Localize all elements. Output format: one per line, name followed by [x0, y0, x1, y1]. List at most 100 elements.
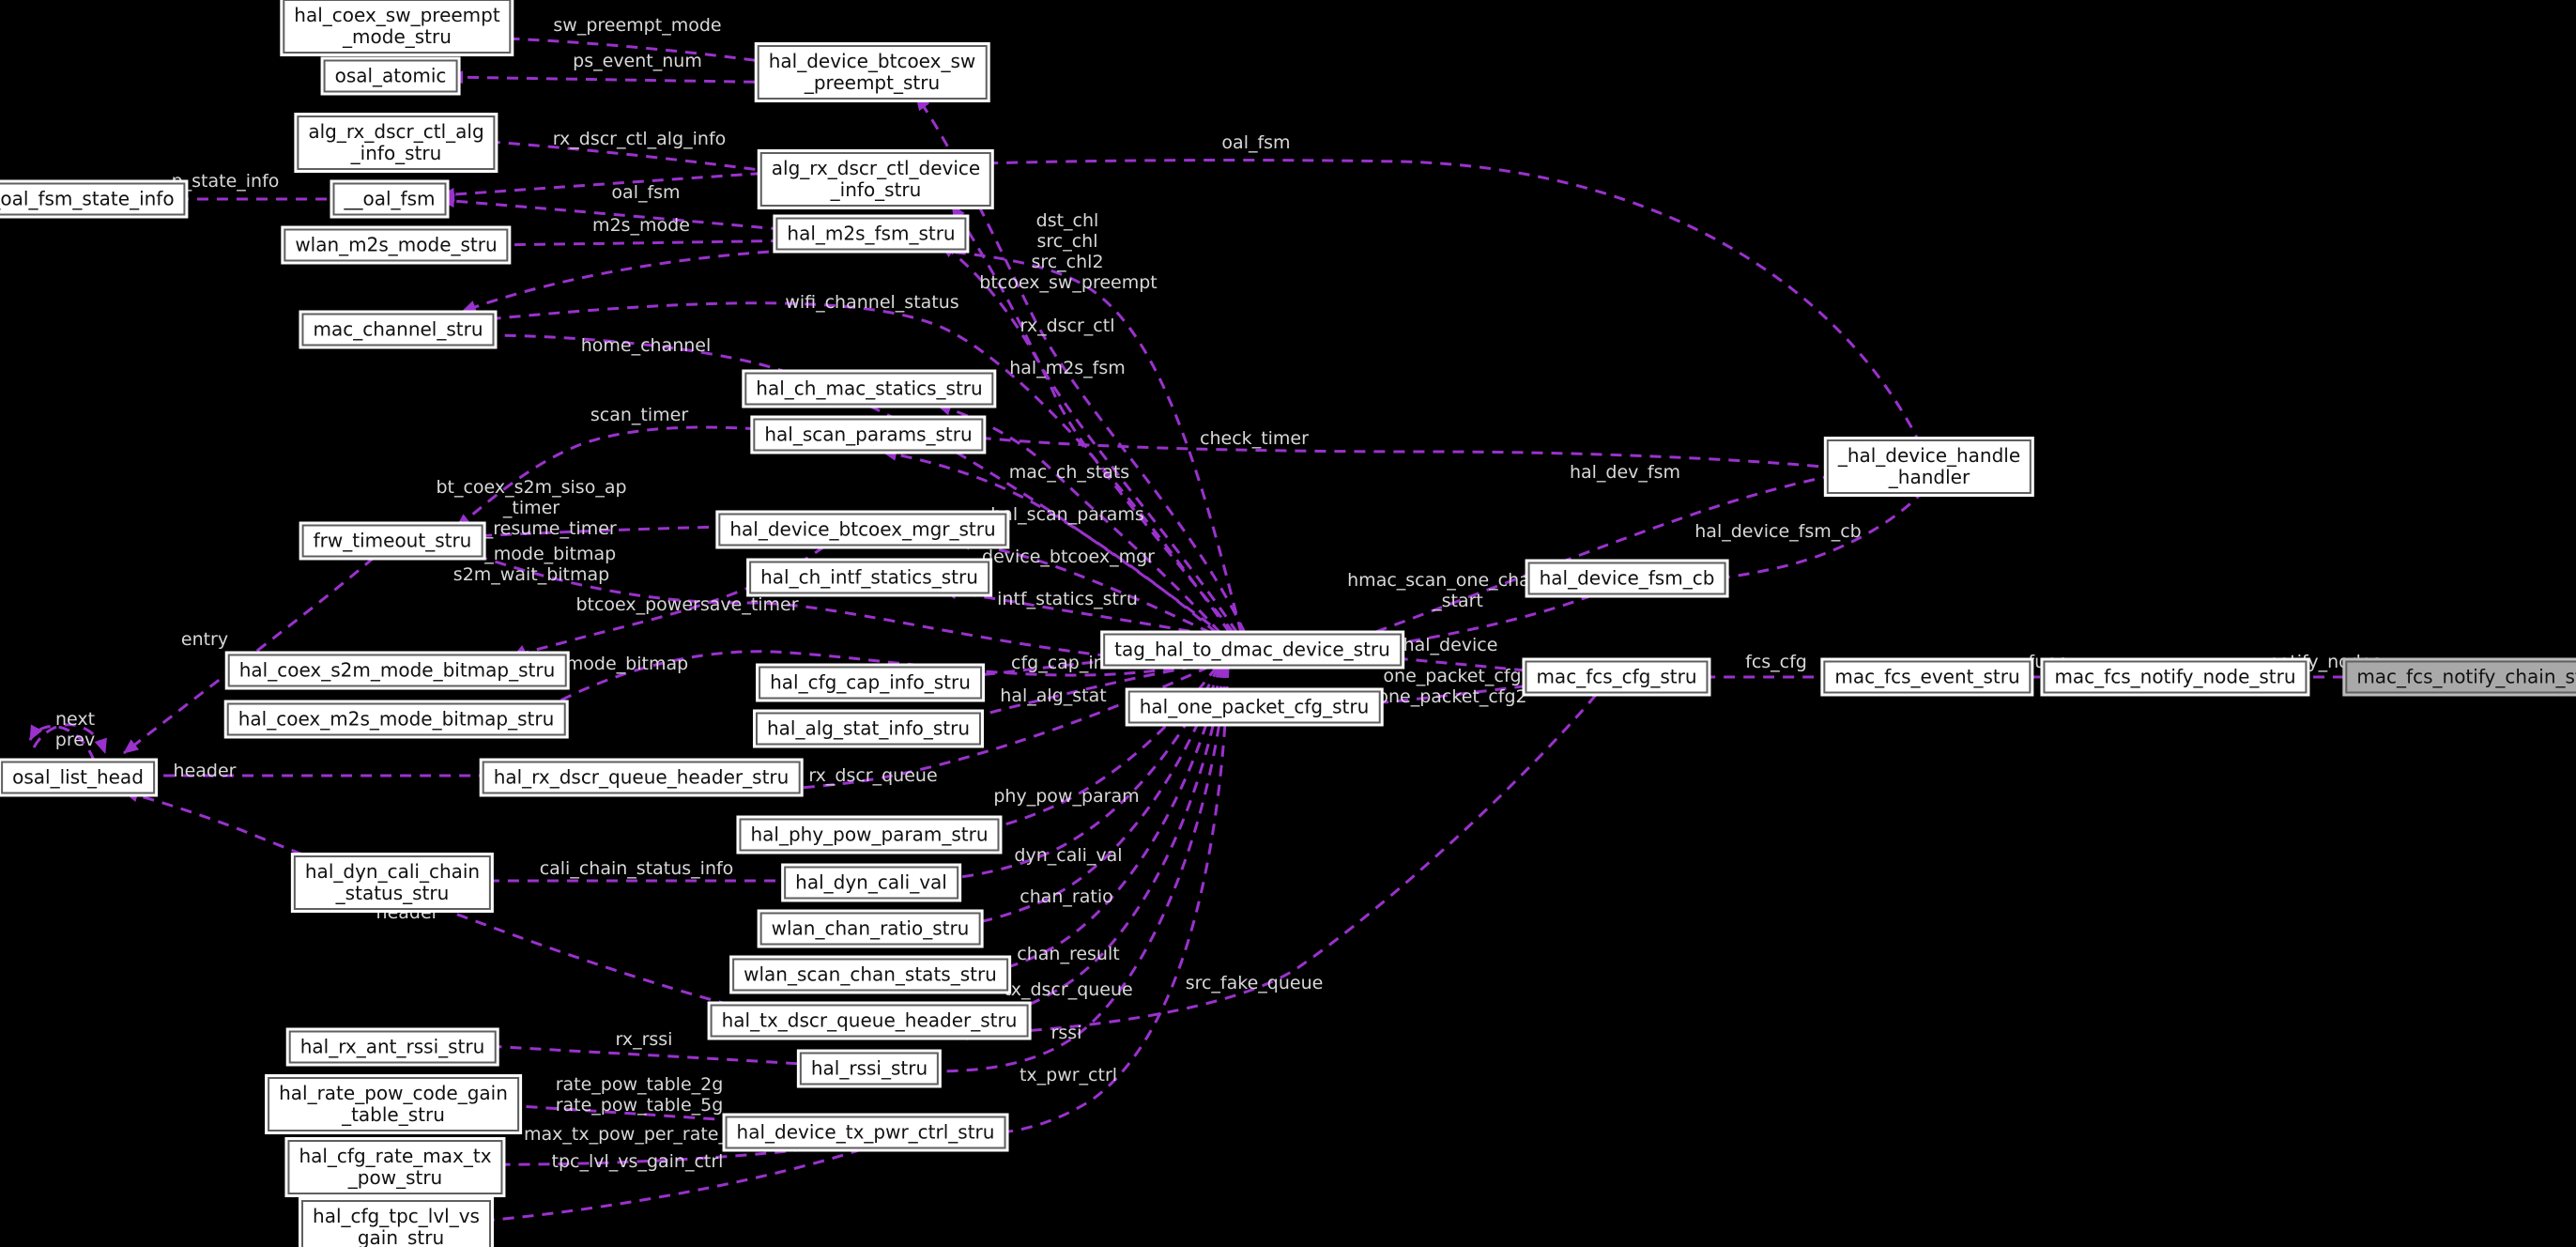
node-__oal_fsm_state_info[interactable]: __oal_fsm_state_info — [0, 182, 186, 216]
node-hal_rx_dscr_queue_header_stru[interactable]: hal_rx_dscr_queue_header_stru — [482, 761, 801, 794]
edge-label-oal_fsm_top: oal_fsm — [1221, 132, 1291, 153]
edge-m2s_mode — [479, 238, 803, 252]
node-hal_alg_stat_info_stru[interactable]: hal_alg_stat_info_stru — [755, 712, 982, 746]
edge-label-check_timer: check_timer — [1200, 428, 1309, 449]
edge-label-sw_preempt_mode: sw_preempt_mode — [553, 15, 722, 36]
node-__oal_fsm[interactable]: __oal_fsm — [332, 182, 447, 216]
edge-rssi — [925, 666, 1228, 1078]
node-wlan_scan_chan_stats_stru[interactable]: wlan_scan_chan_stats_stru — [732, 958, 1008, 992]
edge-label-hal_alg_stat: hal_alg_stat — [1000, 685, 1107, 706]
edge-dst_src_chl — [461, 246, 1243, 634]
edge-label-entry: entry — [180, 629, 229, 650]
node-alg_rx_dscr_ctl_alg_info_stru[interactable]: alg_rx_dscr_ctl_alg _info_stru — [297, 115, 496, 170]
edge-label-s2m_bitmaps: s2m_mode_bitmap s2m_wait_bitmap — [446, 544, 617, 585]
node-hal_rssi_stru[interactable]: hal_rssi_stru — [799, 1052, 940, 1085]
node-hal_cfg_rate_max_tx_pow_stru[interactable]: hal_cfg_rate_max_tx _pow_stru — [287, 1140, 503, 1194]
node-hal_rate_pow_code_gain_table_stru[interactable]: hal_rate_pow_code_gain _table_stru — [268, 1077, 519, 1132]
node-mac_fcs_event_stru[interactable]: mac_fcs_event_stru — [1823, 660, 2032, 694]
edge-label-btcoex_sw_preempt: btcoex_sw_preempt — [979, 272, 1158, 293]
edge-label-mac_ch_stats: mac_ch_stats — [1008, 462, 1130, 483]
node-hal_device_btcoex_mgr_stru[interactable]: hal_device_btcoex_mgr_stru — [718, 513, 1007, 547]
node-hal_rx_ant_rssi_stru[interactable]: hal_rx_ant_rssi_stru — [288, 1030, 497, 1064]
edge-hal_m2s_fsm — [940, 242, 1235, 634]
edge-label-hmac_scan_one_channel_start: hmac_scan_one_channel _start — [1347, 570, 1569, 611]
edge-tpc_lvl_vs_gain_ctrl — [470, 1147, 863, 1227]
node-hal_scan_params_stru[interactable]: hal_scan_params_stru — [753, 418, 984, 452]
edge-label-intf_statics_stru: intf_statics_stru — [997, 589, 1138, 609]
edge-label-scan_timer: scan_timer — [590, 405, 689, 425]
node-hal_one_packet_cfg_stru[interactable]: hal_one_packet_cfg_stru — [1127, 690, 1381, 724]
node-osal_list_head[interactable]: osal_list_head — [1, 761, 155, 794]
edge-label-rx_dscr_ctl_alg_info: rx_dscr_ctl_alg_info — [552, 129, 727, 149]
edge-check_timer — [940, 432, 1852, 475]
edge-label-rx_dscr_ctl: rx_dscr_ctl — [1020, 316, 1115, 336]
node-hal_dyn_cali_val[interactable]: hal_dyn_cali_val — [784, 866, 958, 900]
node-mac_fcs_cfg_stru[interactable]: mac_fcs_cfg_stru — [1525, 660, 1709, 694]
node-hal_ch_mac_statics_stru[interactable]: hal_ch_mac_statics_stru — [744, 372, 994, 406]
edge-oal_fsm_left — [439, 194, 803, 233]
node-osal_atomic[interactable]: osal_atomic — [323, 59, 458, 93]
edge-label-rate_pow_tables: rate_pow_table_2g rate_pow_table_5g — [555, 1074, 724, 1116]
node-tag_hal_to_dmac_device_stru[interactable]: tag_hal_to_dmac_device_stru — [1103, 633, 1402, 667]
edge-cfg_cap_info — [943, 650, 1212, 685]
node-wlan_chan_ratio_stru[interactable]: wlan_chan_ratio_stru — [759, 912, 981, 946]
edge-label-src_fake_queue: src_fake_queue — [1185, 973, 1324, 993]
edge-device_btcoex_mgr — [955, 536, 1212, 635]
edge-intf_statics_stru — [942, 586, 1210, 637]
node-hal_device_btcoex_sw_preempt_stru[interactable]: hal_device_btcoex_sw _preempt_stru — [757, 45, 988, 100]
edge-label-m2s_mode: m2s_mode — [592, 215, 690, 236]
edge-hal_scan_params — [882, 447, 1218, 635]
edge-max_tx_pow_per_rate_ctrl — [474, 1147, 806, 1172]
edge-label-btcoex_powersave_timer: btcoex_powersave_timer — [575, 594, 799, 615]
edge-one_packet_cfg — [1343, 682, 1546, 712]
node-hal_ch_intf_statics_stru[interactable]: hal_ch_intf_statics_stru — [749, 561, 989, 594]
edge-next_prev_a — [28, 724, 96, 762]
node-hal_cfg_tpc_lvl_vs_gain_stru[interactable]: hal_cfg_tpc_lvl_vs _gain_stru — [301, 1200, 491, 1247]
edge-label-hal_m2s_fsm: hal_m2s_fsm — [1009, 358, 1126, 378]
edge-label-tx_pwr_ctrl: tx_pwr_ctrl — [1019, 1065, 1118, 1085]
node-hal_tx_dscr_queue_header_stru[interactable]: hal_tx_dscr_queue_header_stru — [710, 1004, 1029, 1038]
edge-rx_rssi — [470, 1039, 818, 1067]
edge-label-chan_ratio: chan_ratio — [1020, 886, 1113, 907]
node-alg_rx_dscr_ctl_device_info_stru[interactable]: alg_rx_dscr_ctl_device _info_stru — [759, 152, 992, 207]
node-hal_dyn_cali_chain_status_stru[interactable]: hal_dyn_cali_chain _status_stru — [293, 855, 492, 910]
edge-tx_pwr_ctrl — [960, 666, 1230, 1141]
edge-label-phy_pow_param: phy_pow_param — [993, 786, 1140, 807]
edge-header_tx — [123, 789, 769, 1016]
edge-label-tx_dscr_queue: tx_dscr_queue — [1004, 979, 1133, 1000]
node-hal_m2s_fsm_stru[interactable]: hal_m2s_fsm_stru — [775, 217, 967, 251]
node-mac_channel_stru[interactable]: mac_channel_stru — [301, 313, 495, 346]
edge-label-dyn_cali_val: dyn_cali_val — [1014, 845, 1123, 866]
node-hal_coex_sw_preempt_mode_stru[interactable]: hal_coex_sw_preempt _mode_stru — [283, 0, 512, 54]
edge-oal_fsm_top — [439, 159, 1923, 446]
node-hal_coex_s2m_mode_bitmap_stru[interactable]: hal_coex_s2m_mode_bitmap_stru — [227, 654, 567, 687]
edge-label-max_tx_pow_per_rate_ctrl: max_tx_pow_per_rate_ctrl — [524, 1124, 757, 1145]
node-hal_cfg_cap_info_stru[interactable]: hal_cfg_cap_info_stru — [759, 666, 982, 700]
node-mac_fcs_notify_chain_stru[interactable]: mac_fcs_notify_chain_stru — [2345, 660, 2576, 694]
edge-label-dst_src_chl: dst_chl src_chl src_chl2 — [1031, 210, 1104, 272]
node-hal_device_fsm_cb[interactable]: hal_device_fsm_cb — [1527, 562, 1726, 595]
edge-wifi_channel_status — [467, 301, 1232, 634]
node-frw_timeout_stru[interactable]: frw_timeout_stru — [301, 524, 483, 558]
edge-label-cali_chain_status_info: cali_chain_status_info — [539, 858, 734, 879]
edge-hal_dev_fsm — [1357, 468, 1854, 640]
node-hal_coex_m2s_mode_bitmap_stru[interactable]: hal_coex_m2s_mode_bitmap_stru — [226, 702, 566, 736]
node-mac_fcs_notify_node_stru[interactable]: mac_fcs_notify_node_stru — [2043, 660, 2308, 694]
edge-label-hal_dev_fsm: hal_dev_fsm — [1569, 462, 1681, 483]
edge-label-rx_dscr_queue: rx_dscr_queue — [808, 765, 938, 786]
edge-mac_ch_stats — [936, 402, 1222, 635]
node-wlan_m2s_mode_stru[interactable]: wlan_m2s_mode_stru — [284, 228, 509, 262]
node-hal_device_tx_pwr_ctrl_stru[interactable]: hal_device_tx_pwr_ctrl_stru — [725, 1116, 1006, 1149]
edge-src_fake_queue — [953, 694, 1598, 1040]
edge-label-wifi_channel_status: wifi_channel_status — [785, 292, 959, 313]
edge-label-coex_timers: bt_coex_s2m_siso_ap _timer s2m_resume_ti… — [436, 477, 627, 539]
edge-label-rx_rssi: rx_rssi — [615, 1029, 673, 1050]
edge-next_prev_b — [32, 723, 107, 754]
edge-ps_event_num — [448, 70, 795, 85]
node-_hal_device_handle_handler[interactable]: _hal_device_handle _handler — [1826, 439, 2032, 494]
node-hal_phy_pow_param_stru[interactable]: hal_phy_pow_param_stru — [739, 818, 1000, 852]
edge-label-rssi: rssi — [1050, 1023, 1082, 1043]
edge-label-ps_event_num: ps_event_num — [573, 51, 702, 71]
edge-chan_ratio — [947, 666, 1222, 932]
